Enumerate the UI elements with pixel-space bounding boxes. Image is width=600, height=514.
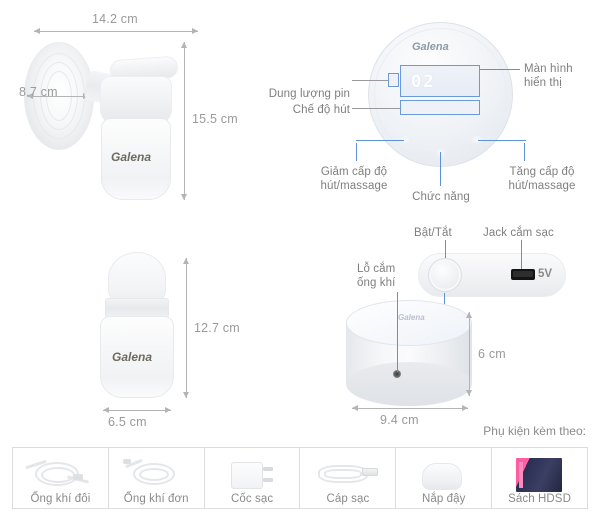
micro-usb-port[interactable] <box>511 269 535 280</box>
leader-function <box>440 152 441 186</box>
accessories-strip: Ống khí đôi Ống khí đơn Cốc sạc <box>12 447 588 509</box>
motor-top-face <box>346 300 472 346</box>
accessories-title: Phụ kiện kèm theo: <box>483 424 586 438</box>
lcd-value: 02 <box>411 72 436 92</box>
accessory-item-cap[interactable]: Nắp đậy <box>396 448 493 508</box>
dim-label-shield-diameter: 8.7 cm <box>19 85 58 99</box>
leader-charging-jack <box>521 240 522 269</box>
leader-increase-h <box>478 140 526 141</box>
leader-decrease-v <box>356 143 357 161</box>
accessory-label: Sách HDSD <box>508 493 571 505</box>
dim-label-motor-width: 9.4 cm <box>380 413 419 427</box>
accessory-item-double-tube[interactable]: Ống khí đôi <box>13 448 109 508</box>
bottle-collar <box>105 298 169 318</box>
panel-brand-logo: Galena <box>412 41 449 53</box>
battery-indicator <box>388 73 399 87</box>
accessory-label: Nắp đậy <box>421 493 466 505</box>
accessory-label: Ống khí đôi <box>30 493 91 505</box>
dim-arrow-bottle-height <box>183 258 189 398</box>
label-function: Chức năng <box>412 191 470 203</box>
label-suction-mode: Chế độ hút <box>292 104 350 116</box>
bottle-brand-logo: Galena <box>111 150 152 164</box>
label-charging-jack: Jack cắm sạc <box>483 227 554 239</box>
milk-bottle-assembled <box>101 118 171 200</box>
manual-book-icon <box>492 456 587 493</box>
accessory-item-single-tube[interactable]: Ống khí đơn <box>109 448 205 508</box>
leader-suction-mode <box>352 108 400 109</box>
label-decrease: Giảm cấp độ hút/massage <box>320 166 388 192</box>
leader-display <box>480 69 520 70</box>
label-display: Màn hình hiển thị <box>524 63 573 89</box>
dim-label-bottle-width: 6.5 cm <box>108 415 147 429</box>
lcd-display: 02 <box>400 65 480 97</box>
power-button[interactable] <box>428 258 462 292</box>
pump-body-cap <box>100 76 172 124</box>
single-air-tube-icon <box>109 456 204 493</box>
dim-label-shield-width: 14.2 cm <box>92 12 138 26</box>
milk-bottle <box>100 316 174 398</box>
accessory-label: Cốc sạc <box>230 493 274 505</box>
double-air-tube-icon <box>13 456 108 493</box>
dim-arrow-bottle-width <box>103 407 171 413</box>
accessory-item-adapter[interactable]: Cốc sạc <box>205 448 301 508</box>
dim-label-motor-height: 6 cm <box>478 347 506 361</box>
voltage-label: 5V <box>538 268 553 280</box>
label-increase: Tăng cấp độ hút/massage <box>508 166 576 192</box>
dim-label-bottle-height: 12.7 cm <box>194 321 240 335</box>
leader-decrease-h <box>356 140 404 141</box>
accessory-label: Cáp sạc <box>326 493 370 505</box>
leader-power <box>445 240 446 258</box>
dim-arrow-motor-width <box>352 405 468 411</box>
label-air-tube-port: Lỗ cắm ống khí <box>357 263 396 289</box>
accessory-label: Ống khí đơn <box>123 493 189 505</box>
air-tube-port[interactable] <box>393 370 401 378</box>
dim-arrow-shield-width <box>34 28 198 34</box>
bottle-brand-logo-2: Galena <box>112 350 153 364</box>
dim-label-pump-height: 15.5 cm <box>192 112 238 126</box>
leader-air-tube-port <box>397 292 398 372</box>
accessory-item-usb-cable[interactable]: Cáp sạc <box>300 448 397 508</box>
bottle-teat <box>108 252 166 304</box>
leader-battery <box>352 80 388 81</box>
motor-body-bottom <box>346 362 472 406</box>
bottle-cap-icon <box>396 456 491 493</box>
accessory-item-manual[interactable]: Sách HDSD <box>492 448 587 508</box>
suction-mode-bar <box>400 100 480 115</box>
power-adapter-icon <box>205 456 300 493</box>
dim-arrow-pump-height <box>181 42 187 200</box>
dim-arrow-motor-height <box>466 312 472 396</box>
increase-level-button[interactable] <box>470 136 484 143</box>
label-power: Bật/Tắt <box>414 227 452 239</box>
leader-increase-v <box>524 143 525 161</box>
label-battery: Dung lượng pin <box>268 88 350 100</box>
motor-brand-logo: Galena <box>398 313 425 322</box>
usb-cable-icon <box>300 456 395 493</box>
decrease-level-button[interactable] <box>398 136 412 143</box>
